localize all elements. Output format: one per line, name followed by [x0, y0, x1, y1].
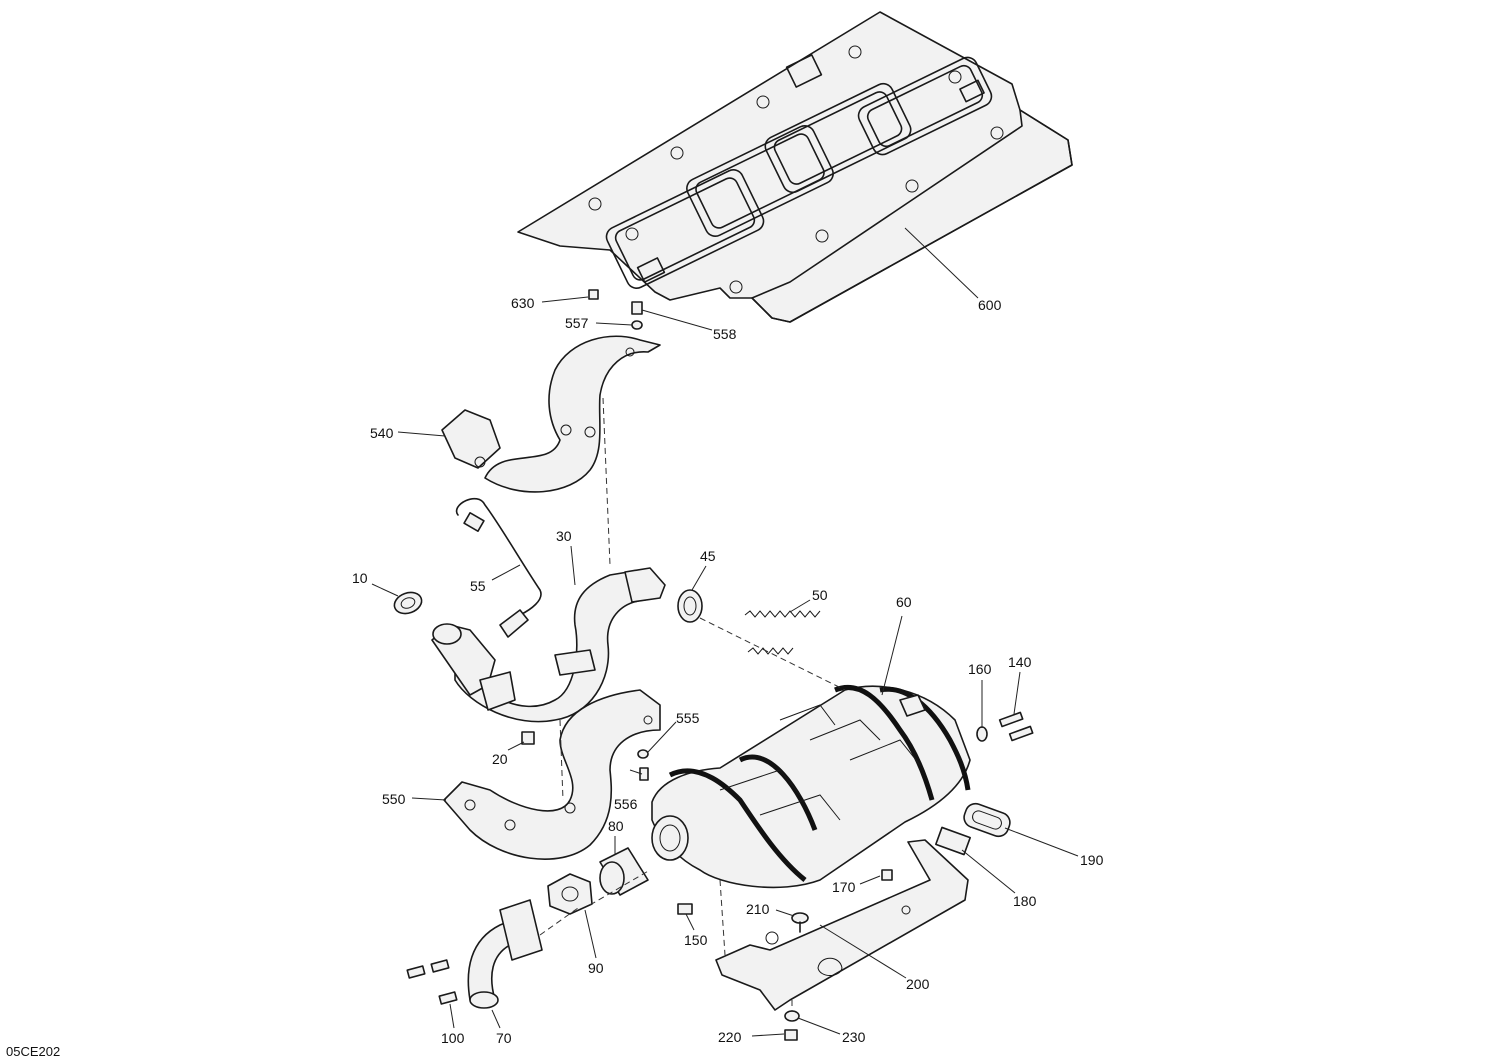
callout-170: 170 [832, 879, 856, 895]
exhaust-gasket [393, 591, 423, 615]
callout-558: 558 [713, 326, 737, 342]
callout-10: 10 [352, 570, 368, 586]
callout-190: 190 [1080, 852, 1104, 868]
callout-220: 220 [718, 1029, 742, 1045]
muffler [651, 684, 971, 889]
callout-210: 210 [746, 901, 770, 917]
nut-630 [588, 289, 599, 300]
grommet-180 [935, 826, 971, 856]
callout-20: 20 [492, 751, 508, 767]
callout-180: 180 [1013, 893, 1037, 909]
callout-150: 150 [684, 932, 708, 948]
exhaust-pipe [431, 567, 666, 723]
bolts-100 [406, 959, 458, 1005]
leader-lines [371, 227, 1079, 1037]
callout-160: 160 [968, 661, 992, 677]
callout-556: 556 [614, 796, 638, 812]
sleeve [599, 847, 649, 896]
callout-600: 600 [978, 297, 1002, 313]
callout-45: 45 [700, 548, 716, 564]
bolts-140 [998, 711, 1034, 742]
nut-170 [881, 869, 893, 881]
callout-80: 80 [608, 818, 624, 834]
springs [744, 610, 821, 655]
washer-230 [784, 1010, 800, 1022]
callout-557: 557 [565, 315, 589, 331]
callout-60: 60 [896, 594, 912, 610]
gasket-ring [677, 589, 703, 623]
upper-heat-shield [441, 335, 661, 493]
support-bracket [715, 839, 969, 1011]
alignment-lines [539, 397, 846, 1012]
push-clip-210 [791, 912, 809, 933]
nut-220 [784, 1029, 798, 1041]
washer-555 [637, 749, 649, 759]
callout-550: 550 [382, 791, 406, 807]
callout-555: 555 [676, 710, 700, 726]
callout-numbers: 10 20 30 45 50 55 60 70 80 90 100 140 15… [352, 295, 1104, 1046]
tail-pipe [467, 899, 543, 1009]
bolt-556 [639, 767, 649, 781]
bolt-558 [631, 301, 643, 315]
nut-20 [521, 731, 535, 745]
callout-100: 100 [441, 1030, 465, 1046]
flange-gasket [547, 873, 593, 915]
callout-630: 630 [511, 295, 535, 311]
callout-30: 30 [556, 528, 572, 544]
washer-160 [976, 726, 988, 742]
callout-50: 50 [812, 587, 828, 603]
heat-shield-plate [517, 11, 1073, 323]
oxygen-sensor [455, 498, 542, 638]
callout-70: 70 [496, 1030, 512, 1046]
rubber-mount-190 [963, 802, 1011, 838]
washer-557 [631, 320, 643, 330]
callout-90: 90 [588, 960, 604, 976]
drawing-reference-code: 05CE202 [6, 1044, 60, 1059]
callout-230: 230 [842, 1029, 866, 1045]
callout-55: 55 [470, 578, 486, 594]
bolt-150 [677, 903, 693, 915]
lower-heat-shield [443, 689, 661, 860]
callout-140: 140 [1008, 654, 1032, 670]
callout-540: 540 [370, 425, 394, 441]
callout-200: 200 [906, 976, 930, 992]
